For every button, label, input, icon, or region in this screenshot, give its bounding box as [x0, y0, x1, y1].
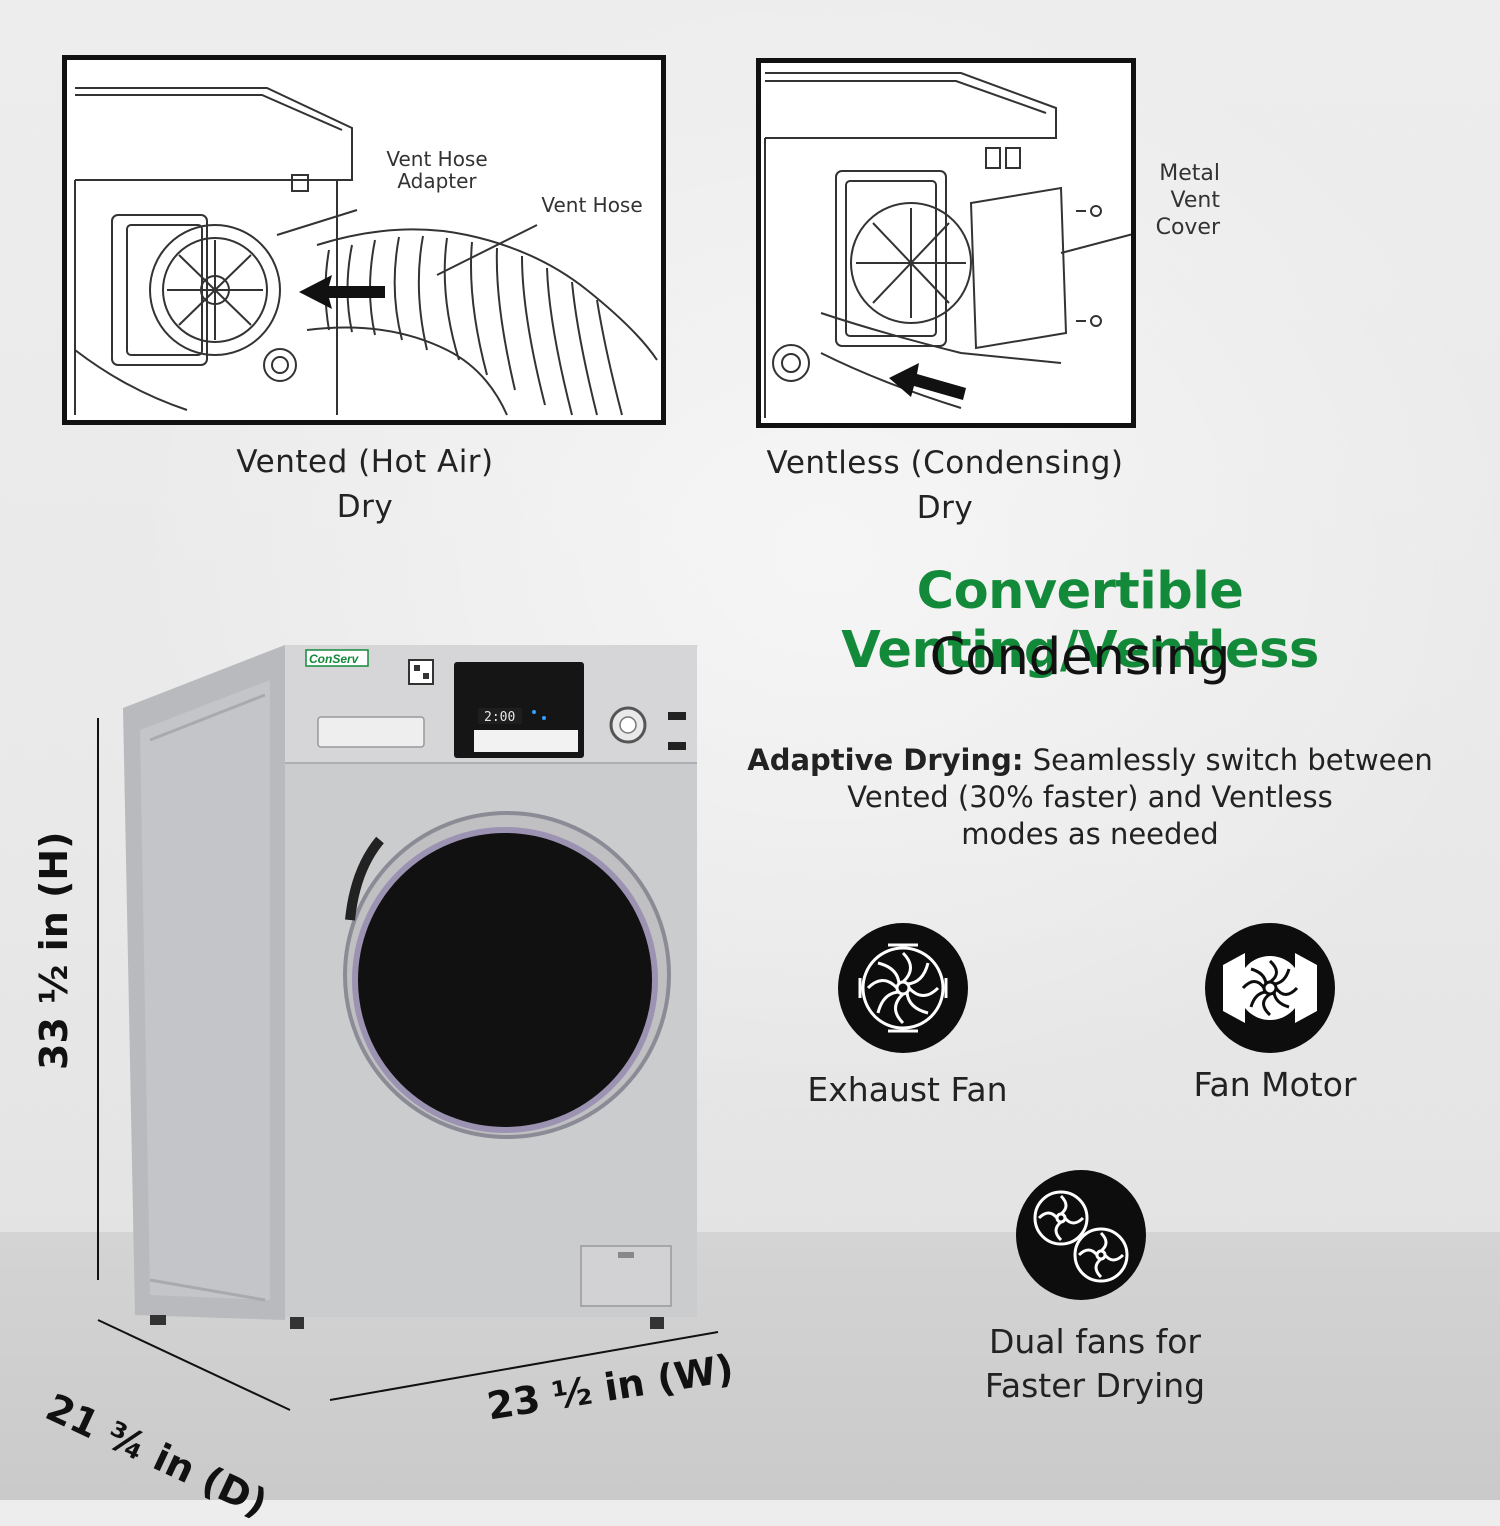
ventless-caption-line2: Dry — [916, 490, 974, 526]
dual-fans-icon — [1016, 1170, 1146, 1300]
metal-vent-cover-callout-outer: Metal Vent Cover — [1155, 161, 1220, 240]
vented-caption-line1: Vented (Hot Air) — [236, 444, 494, 480]
vented-caption: Vented (Hot Air) Dry — [200, 440, 530, 530]
description-line3: modes as needed — [961, 817, 1219, 851]
ventless-caption-line1: Ventless (Condensing) — [766, 445, 1124, 481]
vent-hose-callout: Vent Hose — [541, 193, 643, 217]
headline-black: Condensing — [929, 628, 1231, 687]
fan-motor-label: Fan Motor — [1193, 1065, 1357, 1104]
dual-fans-label: Dual fans for Faster Drying — [950, 1320, 1240, 1408]
display-time: 2:00 — [484, 710, 515, 725]
exhaust-fan-label: Exhaust Fan — [807, 1070, 1008, 1109]
exhaust-fan-icon — [838, 923, 968, 1053]
ventless-diagram-panel: Metal Vent Cover — [756, 58, 1136, 428]
brand-logo: ConServ — [309, 652, 360, 666]
washer-dryer-illustration: ConServ 2:00 — [123, 645, 700, 1329]
height-dimension: 33 ½ in (H) — [32, 831, 76, 1070]
description-line2: Vented (30% faster) and Ventless — [847, 780, 1333, 814]
dual-fans-label-line1: Dual fans for — [988, 1322, 1202, 1361]
fan-motor-icon — [1205, 923, 1335, 1053]
adaptive-drying-description: Adaptive Drying: Seamlessly switch betwe… — [730, 742, 1450, 853]
vented-line-drawing — [74, 87, 658, 416]
description-lead: Adaptive Drying: — [747, 743, 1024, 777]
ventless-line-drawing — [764, 72, 1131, 418]
vented-caption-line2: Dry — [336, 489, 394, 525]
vented-diagram-panel: Vent Hose Adapter Vent Hose — [62, 55, 666, 425]
description-line1: Seamlessly switch between — [1023, 743, 1433, 777]
dimension-lines — [97, 718, 719, 1411]
headline-green: Convertible Venting/Ventless — [841, 562, 1319, 680]
ventless-caption: Ventless (Condensing) Dry — [745, 441, 1145, 531]
dual-fans-label-line2: Faster Drying — [984, 1366, 1206, 1405]
vent-hose-adapter-callout: Vent Hose Adapter — [386, 147, 488, 193]
